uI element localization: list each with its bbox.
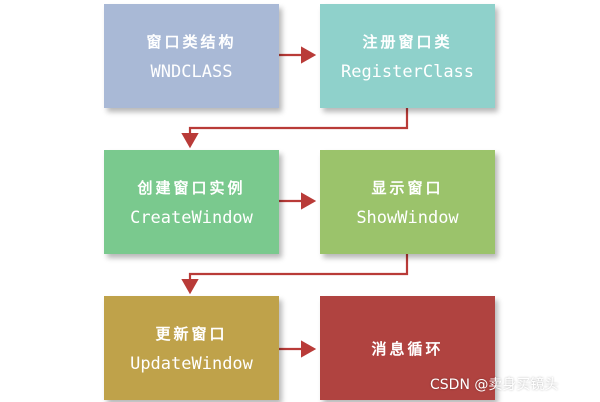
step-wndclass-cn: 窗口类结构 <box>146 32 237 51</box>
step-message-loop-cn: 消息循环 <box>371 339 444 358</box>
arrow-4-to-5 <box>181 254 409 295</box>
step-registerclass-cn: 注册窗口类 <box>362 32 453 51</box>
step-updatewindow-cn: 更新窗口 <box>155 324 228 343</box>
step-wndclass: 窗口类结构 WNDCLASS <box>104 4 279 108</box>
step-wndclass-en: WNDCLASS <box>150 61 233 82</box>
arrow-2-to-3 <box>181 108 409 149</box>
step-updatewindow-en: UpdateWindow <box>130 353 253 374</box>
step-registerclass: 注册窗口类 RegisterClass <box>320 4 495 108</box>
step-registerclass-en: RegisterClass <box>340 61 475 82</box>
step-updatewindow: 更新窗口 UpdateWindow <box>104 296 279 400</box>
step-createwindow-cn: 创建窗口实例 <box>137 178 246 197</box>
step-showwindow: 显示窗口 ShowWindow <box>320 150 495 254</box>
step-message-loop: 消息循环 <box>320 296 495 400</box>
step-showwindow-cn: 显示窗口 <box>371 178 444 197</box>
watermark: CSDN @卖身买镜头 <box>430 377 559 393</box>
step-showwindow-en: ShowWindow <box>356 207 459 228</box>
step-createwindow: 创建窗口实例 CreateWindow <box>104 150 279 254</box>
step-createwindow-en: CreateWindow <box>130 207 253 228</box>
